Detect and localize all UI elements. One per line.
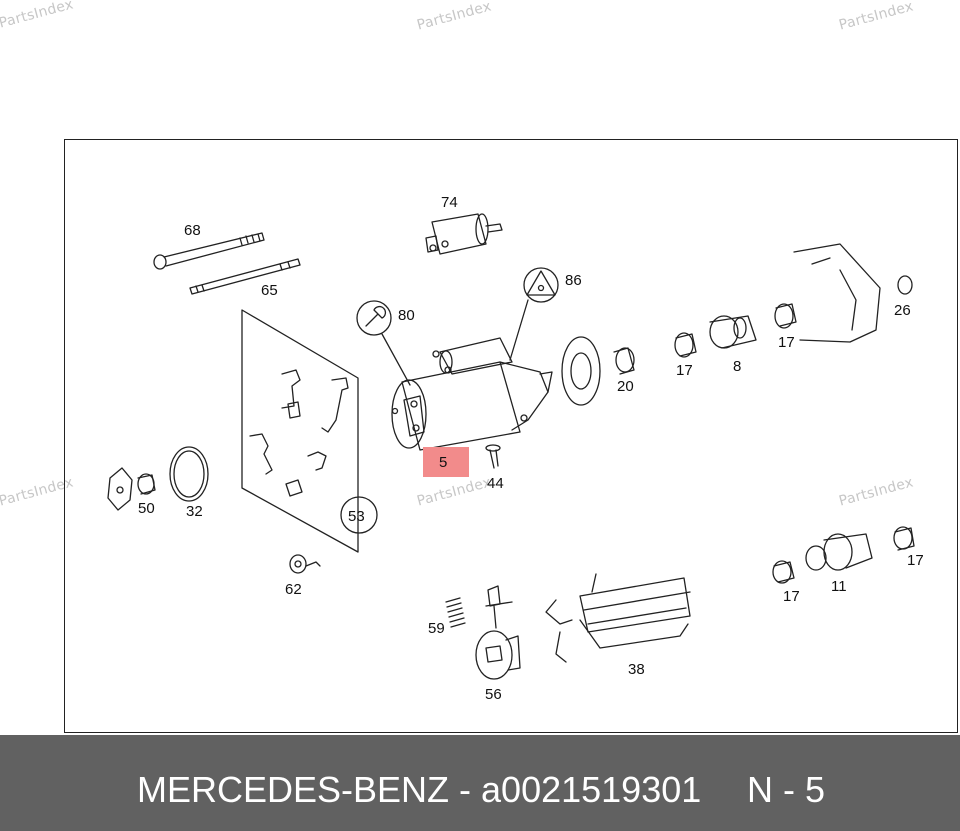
label-62: 62 — [285, 581, 302, 598]
stud-65-icon[interactable] — [189, 258, 301, 295]
label-20: 20 — [617, 378, 634, 395]
diagram-frame — [64, 139, 958, 733]
label-17: 17 — [676, 362, 693, 379]
label-38: 38 — [628, 661, 645, 678]
footer-bar: MERCEDES-BENZ - a0021519301 N - 5 — [0, 735, 960, 831]
pinion-group-top-icon[interactable] — [674, 243, 913, 358]
bolt-68-icon[interactable] — [153, 232, 265, 270]
label-86: 86 — [565, 272, 582, 289]
label-26: 26 — [894, 302, 911, 319]
exploded-parts-diagram: 74 68 65 86 80 26 17 17 8 20 5 44 50 32 … — [107, 194, 924, 703]
label-50: 50 — [138, 500, 155, 517]
plate-86-icon[interactable] — [509, 267, 559, 361]
label-65: 65 — [261, 282, 278, 299]
spring-59-icon[interactable] — [445, 597, 466, 628]
label-11: 11 — [831, 578, 847, 595]
callout-53-icon — [340, 496, 378, 534]
starter-motor-5-icon[interactable] — [391, 337, 553, 451]
end-cap-50-icon[interactable] — [107, 467, 156, 511]
field-coil-38-icon[interactable] — [545, 573, 691, 663]
label-8: 8 — [733, 358, 741, 375]
brush-holder-panel-icon[interactable] — [241, 309, 359, 553]
label-17: 17 — [907, 552, 924, 569]
footer-position: N - 5 — [747, 769, 826, 810]
wrench-80-icon[interactable] — [356, 300, 411, 386]
solenoid-74-icon[interactable] — [425, 213, 503, 255]
pinion-group-bottom-icon[interactable] — [772, 526, 915, 584]
cover-disk-icon[interactable] — [561, 336, 635, 406]
screw-44-icon[interactable] — [485, 444, 501, 469]
highlight-5-box[interactable] — [423, 447, 469, 477]
brush-holder-56-icon[interactable] — [475, 585, 521, 680]
label-68: 68 — [184, 222, 201, 239]
label-56: 56 — [485, 686, 502, 703]
o-ring-32-icon[interactable] — [169, 446, 209, 502]
label-17: 17 — [783, 588, 800, 605]
label-74: 74 — [441, 194, 458, 211]
label-80: 80 — [398, 307, 415, 324]
label-17: 17 — [778, 334, 795, 351]
label-44: 44 — [487, 475, 504, 492]
label-59: 59 — [428, 620, 445, 637]
footer-title: MERCEDES-BENZ - a0021519301 — [137, 769, 702, 810]
label-53: 53 — [348, 508, 365, 525]
clip-62-icon[interactable] — [289, 554, 321, 574]
label-5: 5 — [439, 454, 447, 471]
label-32: 32 — [186, 503, 203, 520]
